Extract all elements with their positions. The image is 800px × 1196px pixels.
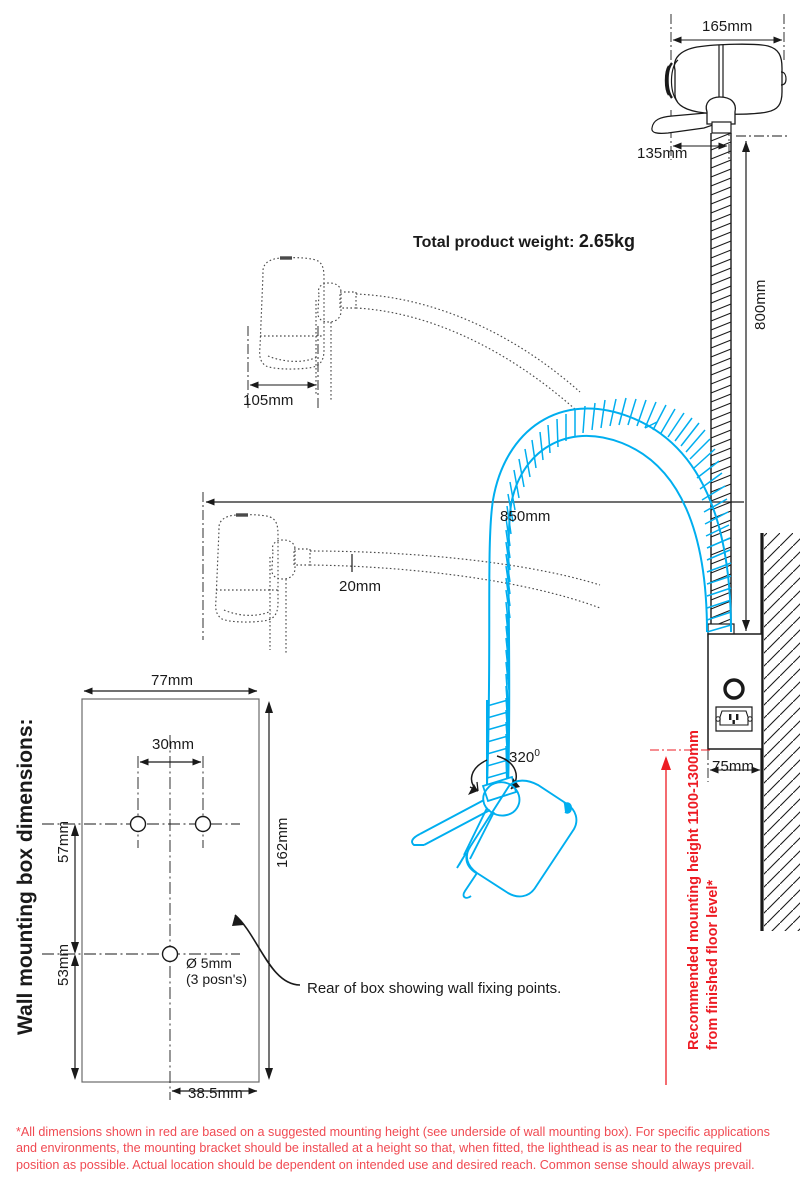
mounting-height-line2: from finished floor level* [705, 880, 721, 1050]
mounting-height-line1: Recommended mounting height 1100-1300mm [686, 730, 702, 1050]
dim-162mm [265, 701, 273, 1080]
dim-53mm [71, 954, 79, 1080]
dim-label-30mm: 30mm [152, 736, 195, 753]
total-weight-label: Total product weight: 2.65kg [413, 231, 635, 251]
wall-section [760, 533, 800, 931]
wall-mounting-box-side [707, 633, 763, 782]
flexible-arm-cyan [481, 397, 732, 803]
leader-arrow-icon [232, 914, 301, 986]
dim-75mm [707, 750, 763, 782]
dim-label-800mm: 800mm [752, 279, 769, 330]
dim-57mm [71, 824, 79, 954]
dim-label-20mm: 20mm [339, 578, 382, 595]
fixing-hole [194, 815, 212, 833]
fixing-hole [129, 815, 147, 833]
dim-label-105mm: 105mm [243, 392, 294, 409]
rear-of-box-note: Rear of box showing wall fixing points. [307, 980, 562, 997]
hole-diameter-text: Ø 5mm [186, 955, 232, 971]
iec-power-socket-icon [715, 706, 753, 732]
dim-850mm [202, 492, 744, 640]
dim-label-135mm: 135mm [637, 145, 688, 162]
dim-label-57mm: 57mm [55, 820, 72, 863]
circular-knob-icon [723, 678, 745, 700]
mounting-height-datum [650, 749, 712, 1085]
hole-spec-label: Ø 5mm (3 posn's) [186, 955, 247, 987]
fixing-hole [161, 945, 179, 963]
lighthead-cyan [411, 779, 578, 899]
mounting-height-label: Recommended mounting height 1100-1300mm … [685, 730, 723, 1050]
dim-105mm [247, 326, 319, 410]
dim-label-38-5mm: 38.5mm [188, 1085, 243, 1102]
dim-label-320-degrees: 3200 [509, 748, 540, 766]
dim-label-77mm: 77mm [151, 672, 194, 689]
dim-label-53mm: 53mm [55, 943, 72, 986]
dim-800mm [736, 135, 790, 631]
top-lighthead-assembly [651, 14, 787, 637]
ghost-arm-upper [259, 256, 581, 411]
dim-label-162mm: 162mm [274, 817, 291, 868]
ghost-arm-horizontal [215, 513, 601, 655]
dim-label-850mm: 850mm [500, 508, 551, 525]
panel-title: Wall mounting box dimensions: [14, 718, 37, 1035]
wall-mounting-box-rear [42, 687, 301, 1100]
footnote-text: *All dimensions shown in red are based o… [16, 1125, 770, 1172]
hole-count-text: (3 posn's) [186, 971, 248, 987]
dim-label-165mm: 165mm [702, 18, 753, 35]
dim-label-75mm: 75mm [712, 758, 755, 775]
